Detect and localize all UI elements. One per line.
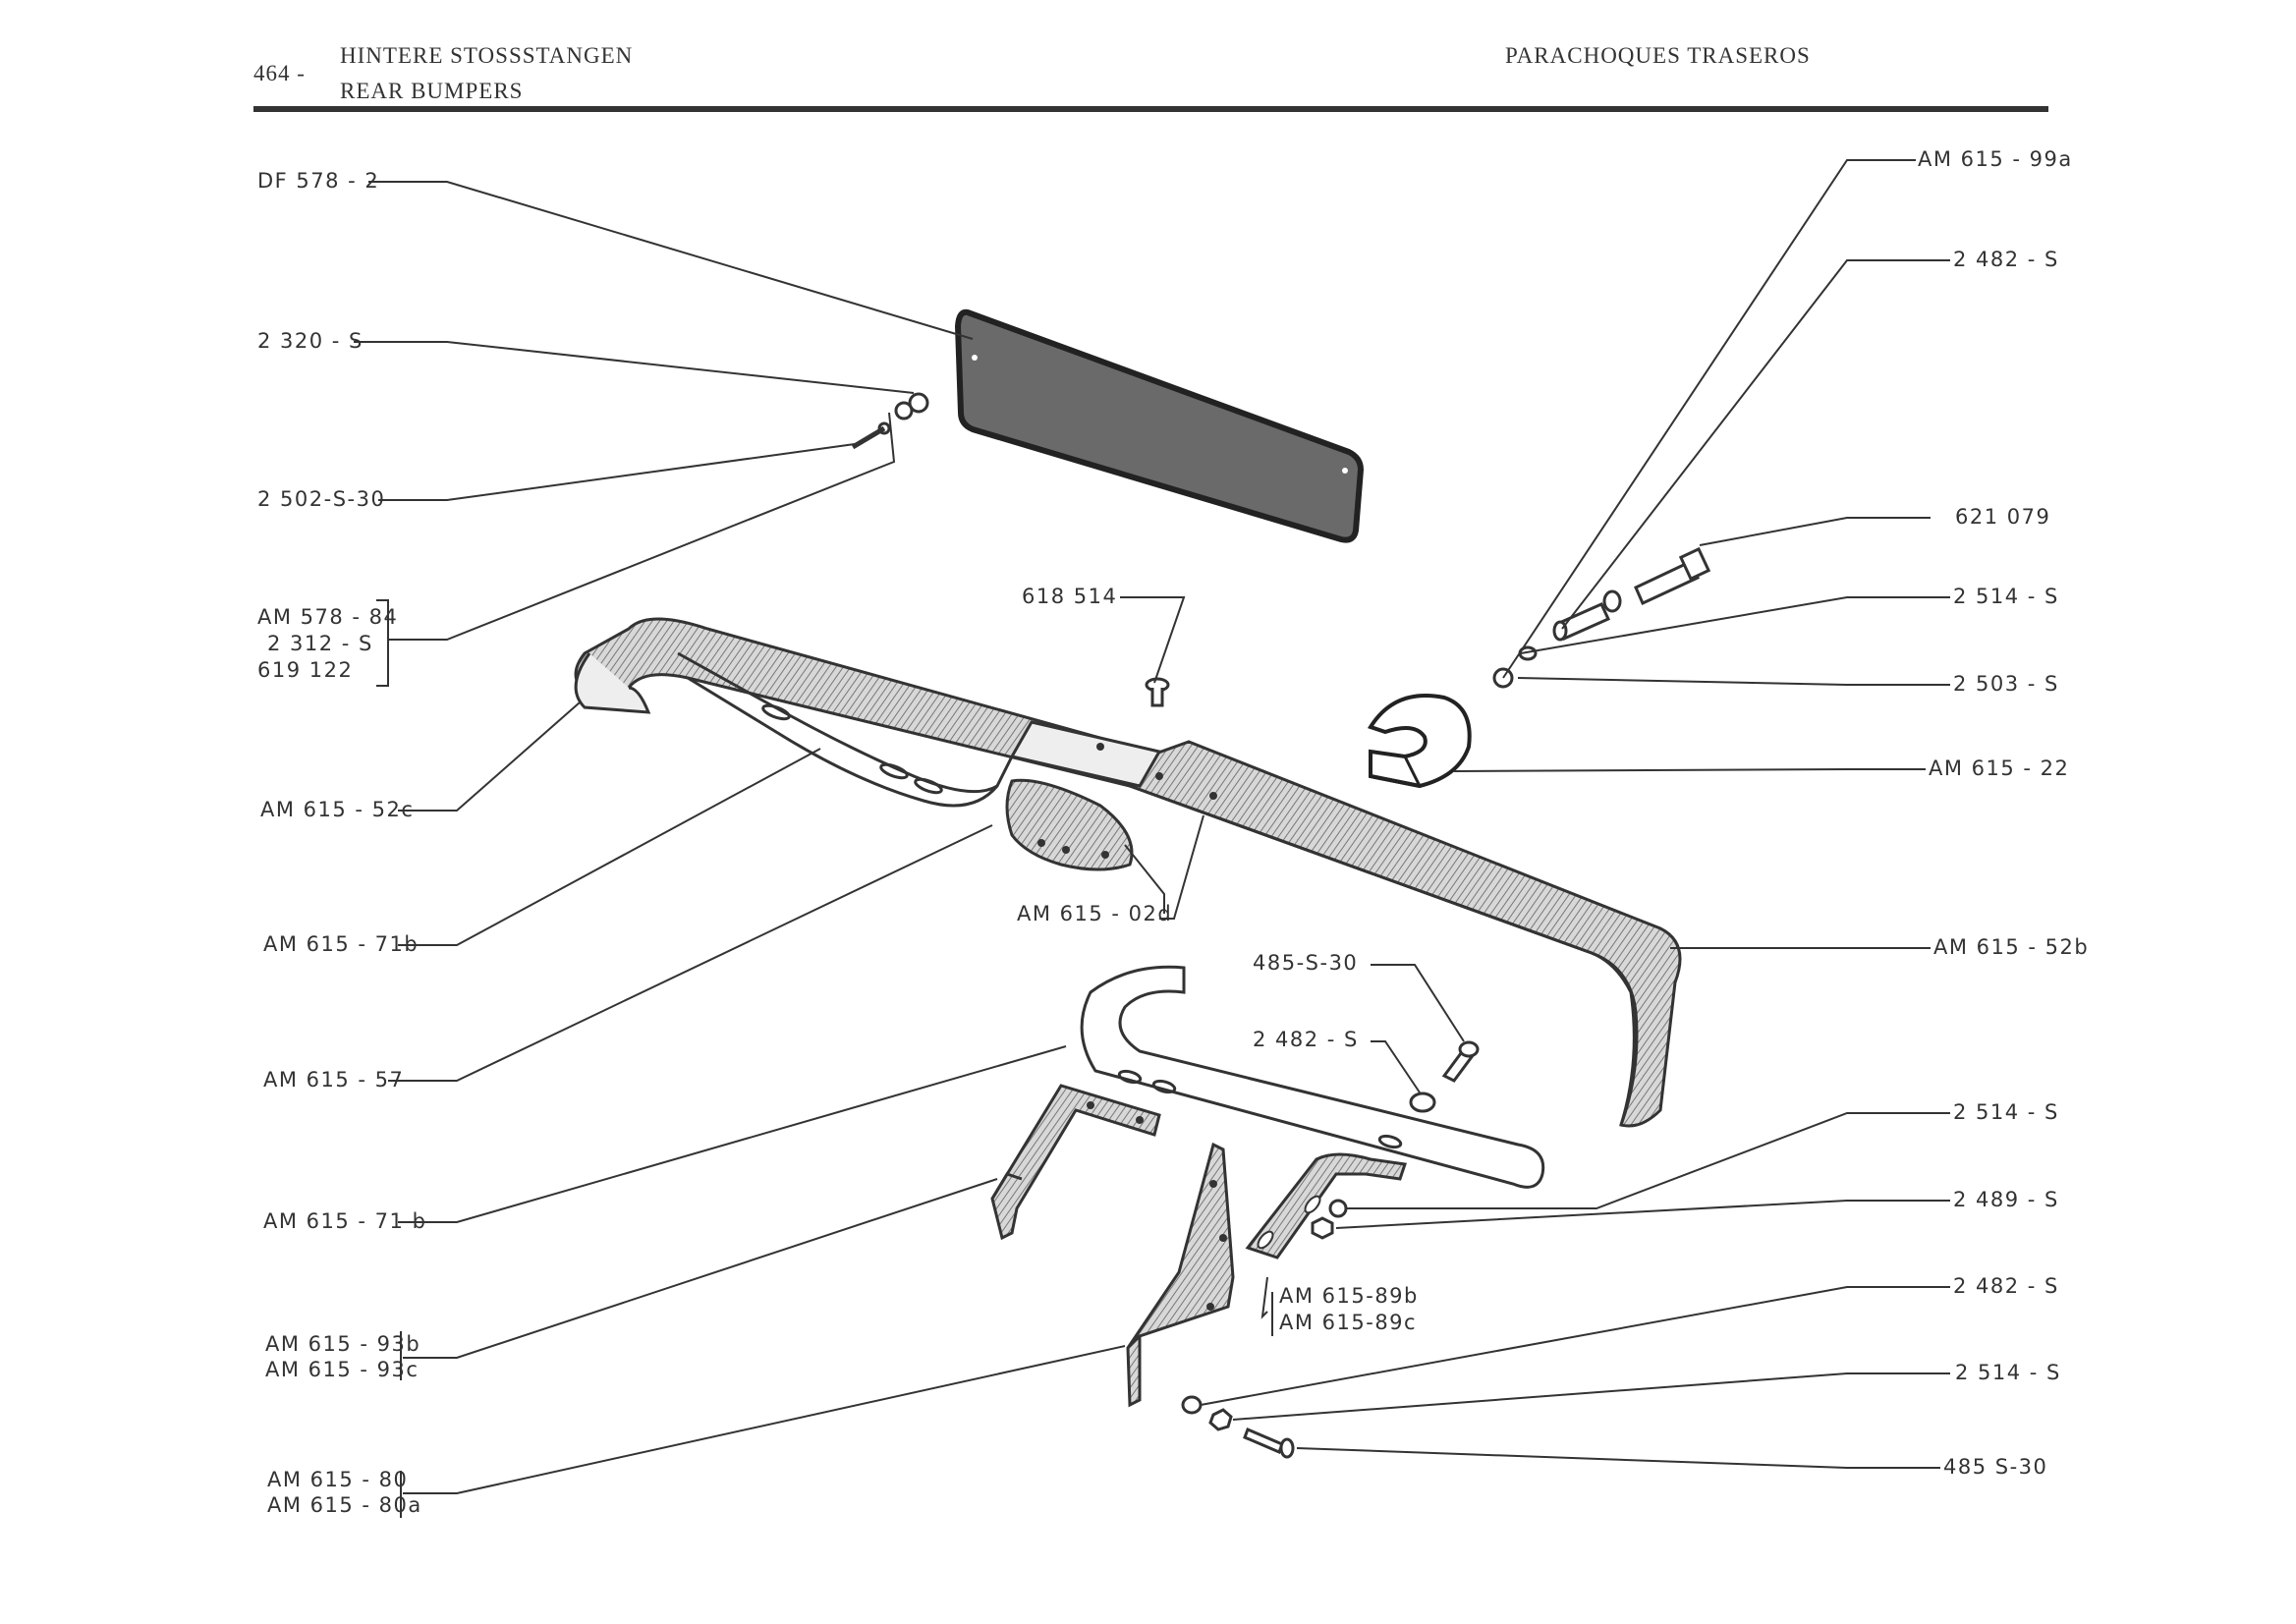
label-am615-93c: AM 615 - 93c <box>265 1358 420 1381</box>
label-2503-s: 2 503 - S <box>1953 672 2059 696</box>
rubber-buffer-drawing <box>1367 694 1472 789</box>
leader-lines <box>354 159 1950 1518</box>
label-am615-89c: AM 615-89c <box>1279 1311 1418 1334</box>
bolt-am615-99a-drawing <box>1492 602 1611 689</box>
label-621079: 621 079 <box>1955 505 2051 529</box>
bracket-93-drawing <box>990 1084 1161 1241</box>
left-bracket-drawing <box>677 651 1014 808</box>
label-2514-s-right-3: 2 514 - S <box>1955 1361 2061 1384</box>
washers-2514-2489-drawing <box>1311 1199 1348 1240</box>
label-am615-99a: AM 615 - 99a <box>1918 147 2073 171</box>
label-2502-s-30: 2 502-S-30 <box>257 487 386 511</box>
bolt-621079-drawing <box>1602 546 1711 613</box>
page-number: 464 - <box>253 61 306 85</box>
bolt-485-s-30-center-drawing <box>1409 1040 1480 1113</box>
label-485-s-30-center: 485-S-30 <box>1253 951 1359 975</box>
label-2482-s-right-1: 2 482 - S <box>1953 248 2059 271</box>
label-2514-s-right-1: 2 514 - S <box>1953 585 2059 608</box>
label-2482-s-center: 2 482 - S <box>1253 1028 1359 1051</box>
mounting-plate-drawing <box>1126 1142 1235 1408</box>
filler-plate-drawing <box>1005 778 1134 871</box>
label-am615-52c: AM 615 - 52c <box>260 798 415 821</box>
label-2312-s: 2 312 - S <box>267 632 373 655</box>
licence-plate-drawing <box>954 308 1365 543</box>
rivet-618514-drawing <box>1145 677 1170 707</box>
label-619122: 619 122 <box>257 658 354 682</box>
label-am615-22: AM 615 - 22 <box>1929 756 2070 780</box>
label-485-s-30-right: 485 S-30 <box>1943 1455 2048 1479</box>
label-2482-s-right-2: 2 482 - S <box>1953 1274 2059 1298</box>
label-618514: 618 514 <box>1022 585 1118 608</box>
label-am615-93b: AM 615 - 93b <box>265 1332 421 1356</box>
label-2320-s: 2 320 - S <box>257 329 364 353</box>
label-am615-80a: AM 615 - 80a <box>267 1493 422 1517</box>
title-german: HINTERE STOSSSTANGEN <box>340 43 634 68</box>
label-am578-84: AM 578 - 84 <box>257 605 399 629</box>
label-2489-s: 2 489 - S <box>1953 1188 2059 1211</box>
label-am615-71b-lower: AM 615 - 71 b <box>263 1209 427 1233</box>
bumper-bar-drawing <box>574 617 1682 1128</box>
title-english: REAR BUMPERS <box>340 79 524 103</box>
label-am615-71b-upper: AM 615 - 71b <box>263 932 420 956</box>
label-am615-52b: AM 615 - 52b <box>1933 935 2090 959</box>
bottom-hardware-drawing <box>1181 1395 1295 1459</box>
label-am615-89b: AM 615-89b <box>1279 1284 1419 1308</box>
label-df578-2: DF 578 - 2 <box>257 169 380 193</box>
plate-screw-and-washers <box>851 392 929 450</box>
label-am615-02d: AM 615 - 02d <box>1017 902 1173 925</box>
right-strap-drawing <box>1080 965 1545 1189</box>
title-spanish: PARACHOQUES TRASEROS <box>1505 43 1811 68</box>
label-2514-s-right-2: 2 514 - S <box>1953 1100 2059 1124</box>
label-am615-80: AM 615 - 80 <box>267 1468 409 1491</box>
bracket-89-drawing <box>1245 1152 1407 1260</box>
label-am615-57: AM 615 - 57 <box>263 1068 405 1092</box>
